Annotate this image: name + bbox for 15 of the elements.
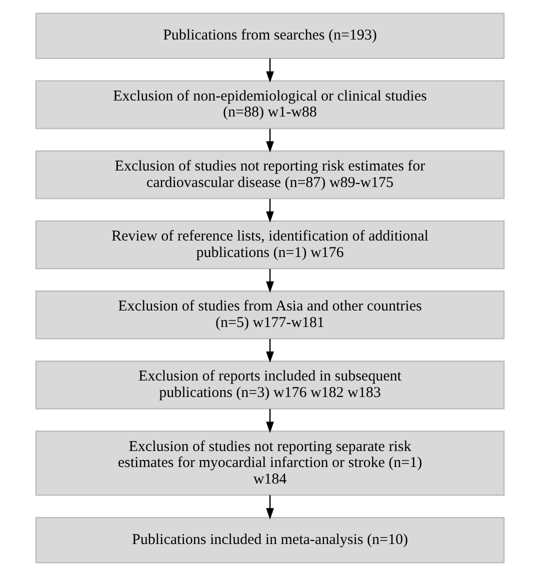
node-box: Publications from searches (n=193)	[34, 12, 504, 59]
node-box: Exclusion of reports included in subsequent publications (n=3) w176 w182 w183	[34, 360, 504, 410]
arrow	[266, 339, 274, 363]
node-box: Publications included in meta-analysis (n=10)	[34, 517, 504, 564]
arrow	[266, 128, 274, 153]
arrow	[266, 58, 274, 83]
arrow	[266, 408, 274, 433]
node-box: Exclusion of studies from Asia and other countries (n=5) w177-w181	[34, 290, 504, 340]
arrow	[266, 495, 274, 520]
node-box: Exclusion of studies not reporting risk estimates for cardiovascular disease (n=87) w89-w175	[34, 150, 504, 200]
node-box: Exclusion of non-epidemiological or clinical studies (n=88) w1-w88	[34, 80, 504, 130]
arrow	[266, 198, 274, 223]
node-box: Review of reference lists, identification of additional publications (n=1) w176	[34, 220, 504, 270]
node-box: Exclusion of studies not reporting separate risk estimates for myocardial infarction or stroke (n=1) w184	[34, 430, 504, 496]
arrow	[266, 268, 274, 293]
